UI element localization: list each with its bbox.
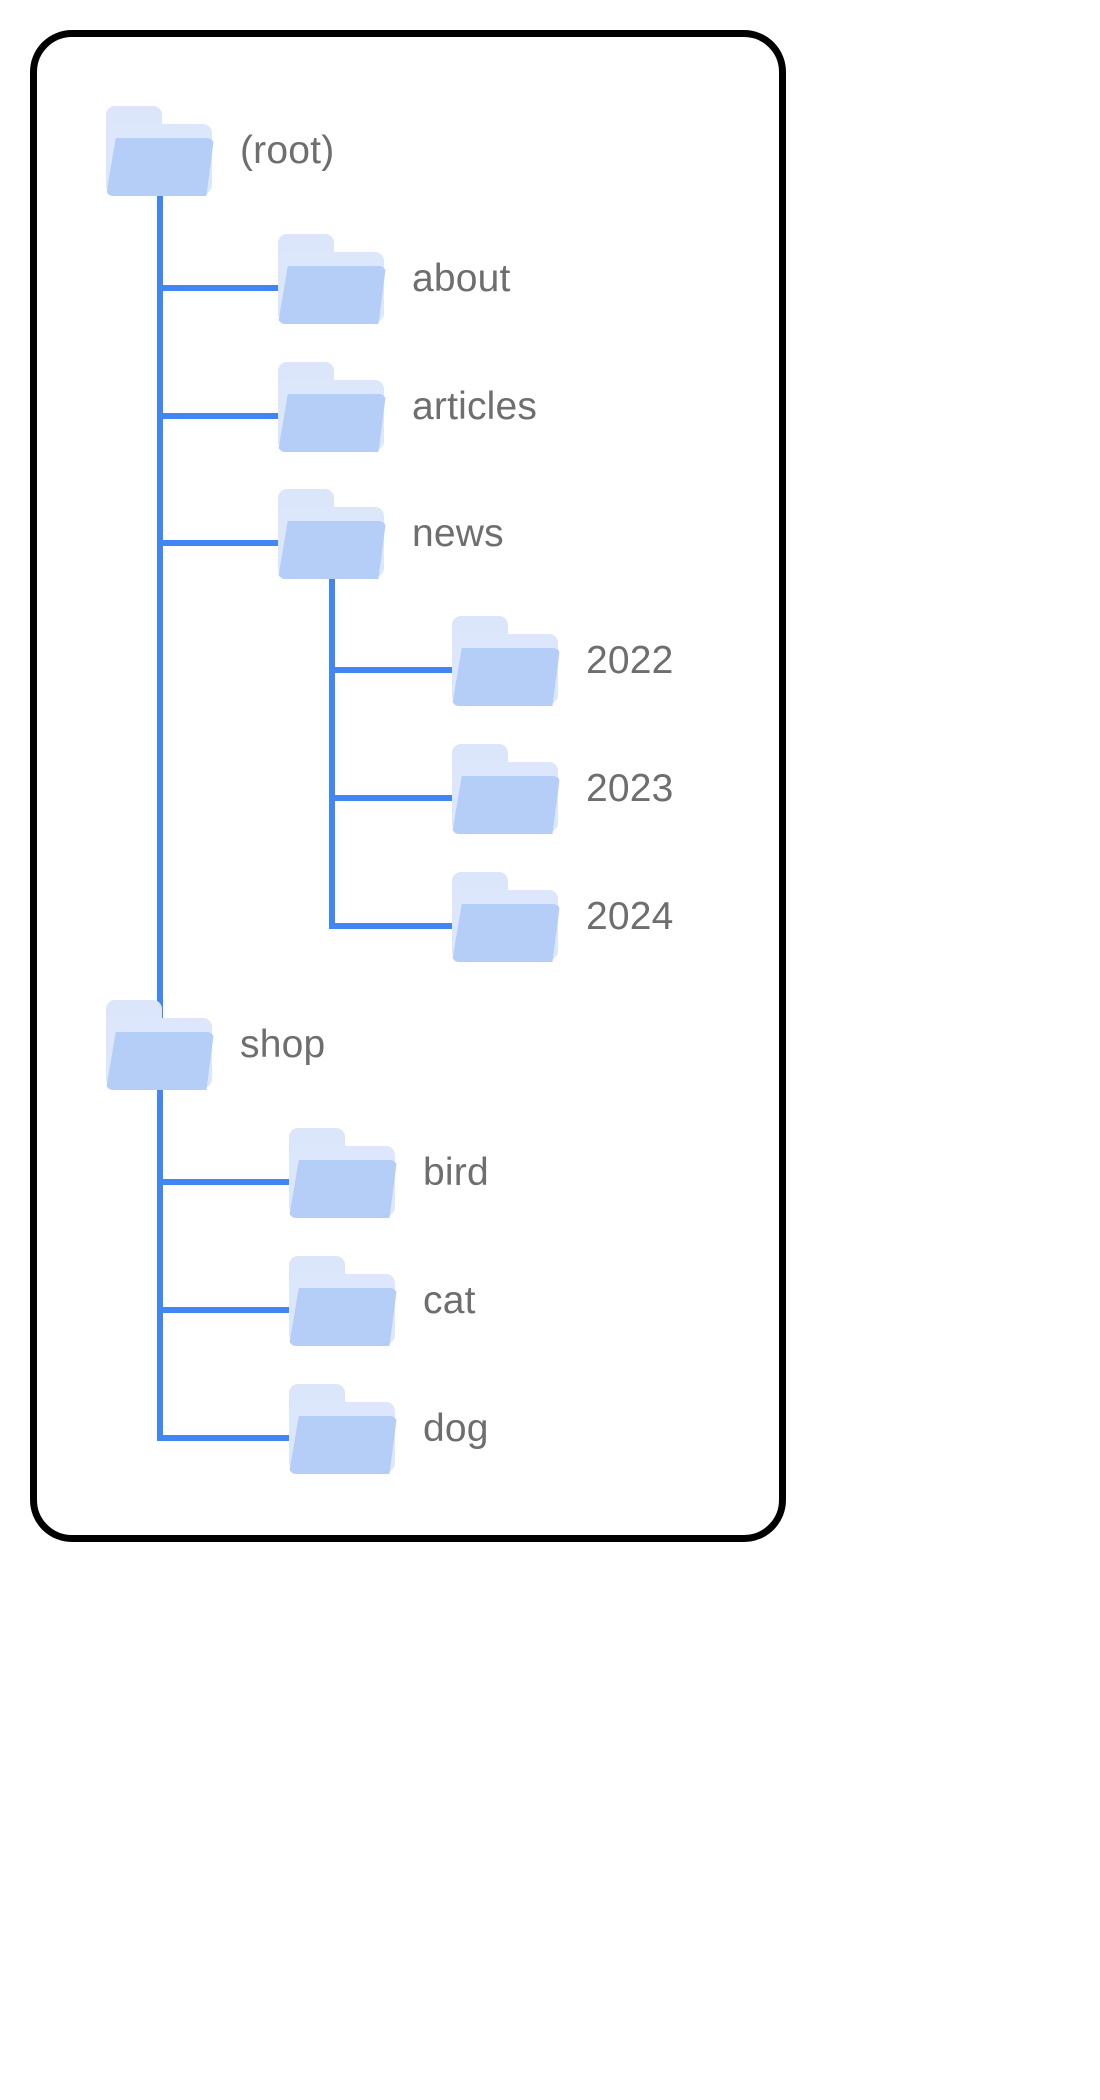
tree-node-articles[interactable]: articles — [272, 360, 537, 452]
folder-front-shape — [452, 904, 560, 962]
diagram-card — [30, 30, 786, 1542]
folder-icon — [446, 742, 564, 834]
folder-icon — [283, 1254, 401, 1346]
folder-icon — [272, 487, 390, 579]
folder-front-shape — [278, 394, 386, 452]
folder-front-shape — [289, 1288, 397, 1346]
folder-icon — [446, 614, 564, 706]
folder-front-shape — [278, 521, 386, 579]
tree-node-label: articles — [412, 384, 538, 428]
tree-node-root[interactable]: (root) — [100, 104, 334, 196]
tree-node-dog[interactable]: dog — [283, 1382, 489, 1474]
folder-front-shape — [452, 776, 560, 834]
tree-node-label: dog — [423, 1406, 489, 1450]
tree-node-2023[interactable]: 2023 — [446, 742, 674, 834]
tree-node-label: 2022 — [586, 638, 674, 682]
tree-node-shop[interactable]: shop — [100, 998, 325, 1090]
folder-front-shape — [289, 1160, 397, 1218]
folder-icon — [283, 1126, 401, 1218]
tree-node-bird[interactable]: bird — [283, 1126, 489, 1218]
tree-node-label: news — [412, 511, 504, 555]
tree-node-label: bird — [423, 1150, 489, 1194]
tree-node-cat[interactable]: cat — [283, 1254, 476, 1346]
folder-icon — [272, 232, 390, 324]
tree-node-label: cat — [423, 1278, 476, 1322]
folder-front-shape — [289, 1416, 397, 1474]
folder-front-shape — [106, 1032, 214, 1090]
tree-node-label: 2024 — [586, 894, 674, 938]
tree-node-2024[interactable]: 2024 — [446, 870, 674, 962]
folder-icon — [100, 104, 218, 196]
folder-icon — [100, 998, 218, 1090]
folder-icon — [272, 360, 390, 452]
folder-front-shape — [278, 266, 386, 324]
tree-node-about[interactable]: about — [272, 232, 511, 324]
tree-node-label: 2023 — [586, 766, 674, 810]
tree-node-label: (root) — [240, 128, 335, 172]
folder-icon — [446, 870, 564, 962]
tree-node-2022[interactable]: 2022 — [446, 614, 674, 706]
folder-front-shape — [106, 138, 214, 196]
tree-node-label: shop — [240, 1022, 326, 1066]
folder-icon — [283, 1382, 401, 1474]
folder-front-shape — [452, 648, 560, 706]
tree-node-news[interactable]: news — [272, 487, 504, 579]
tree-node-label: about — [412, 256, 511, 300]
